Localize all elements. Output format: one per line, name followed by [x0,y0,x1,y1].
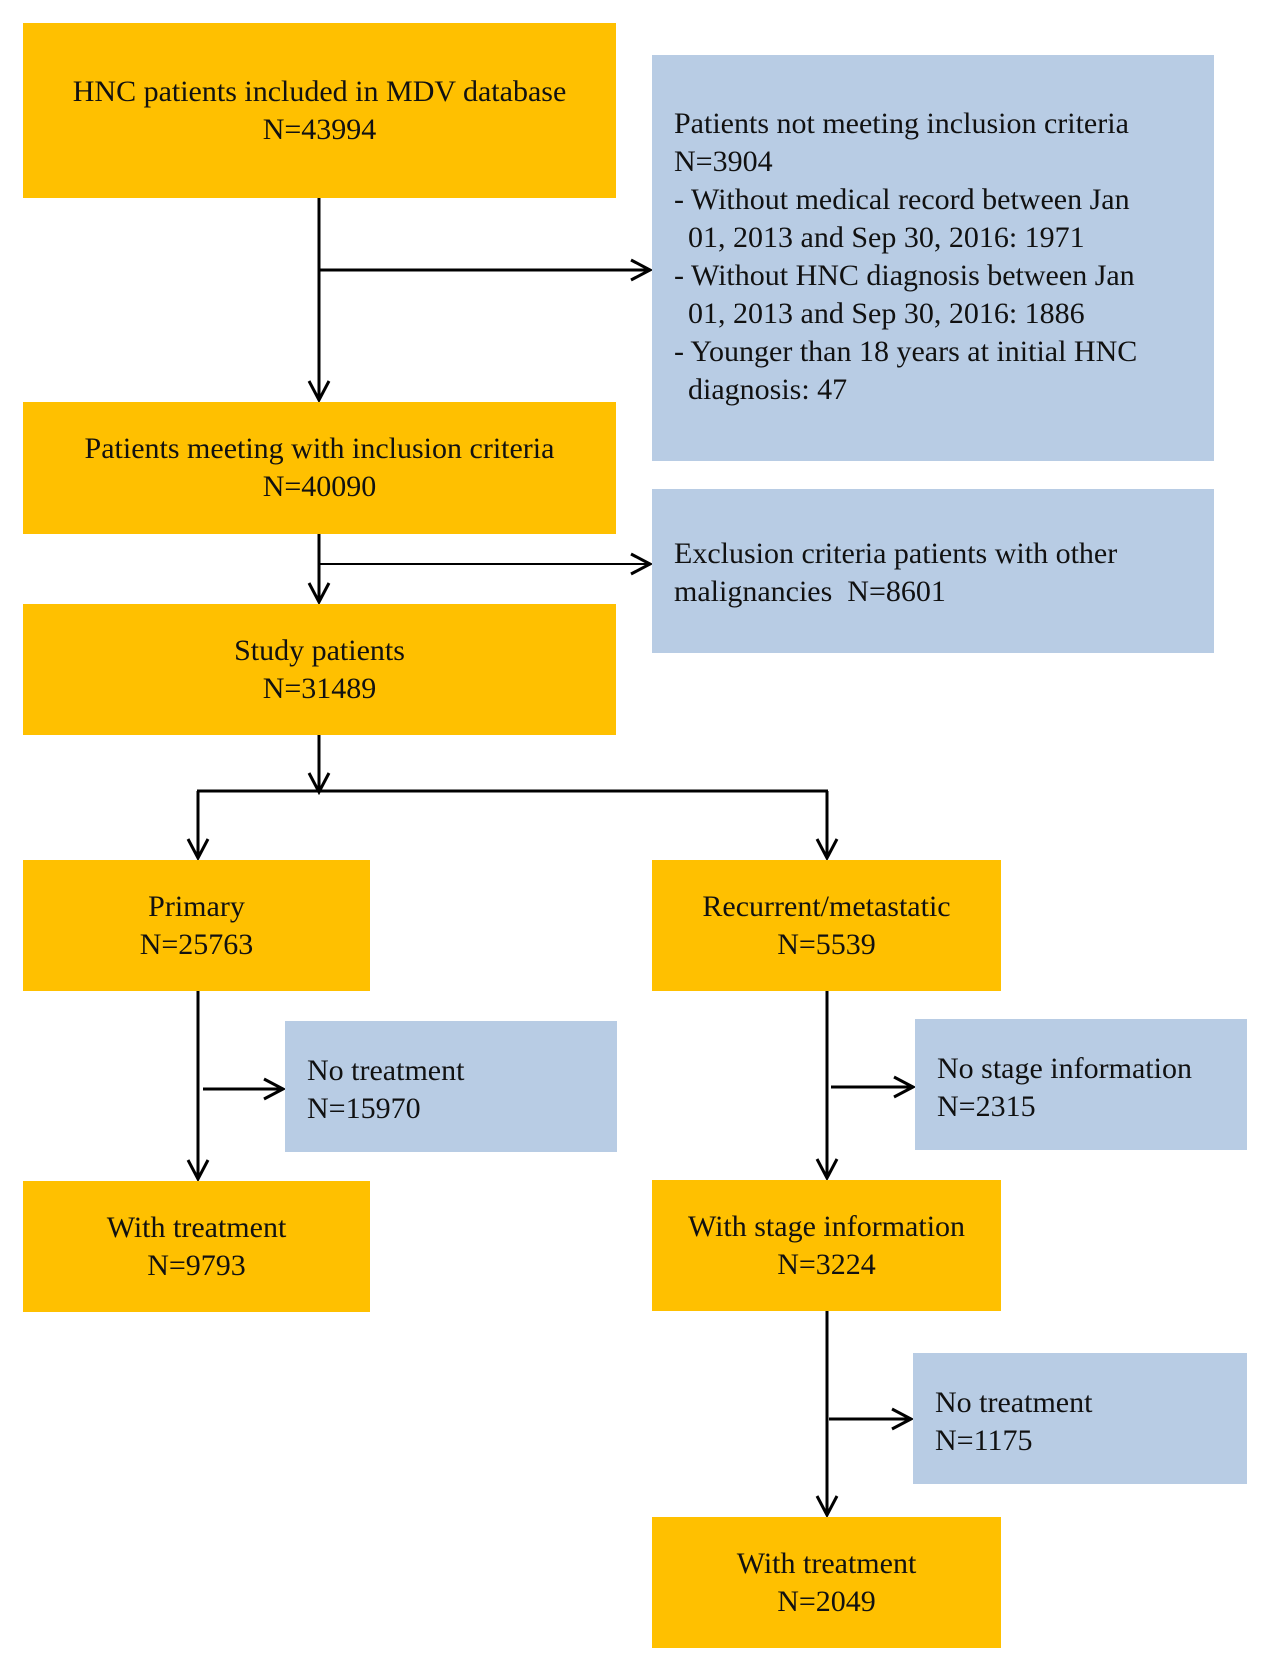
criteria-line: 01, 2013 and Sep 30, 2016: 1971 [688,221,1085,254]
box-count: N=2315 [937,1090,1036,1123]
box-title: No stage information [937,1052,1192,1085]
box-title: Exclusion criteria patients with other [674,537,1118,570]
box-hnc-patients: HNC patients included in MDV database N=… [23,23,616,198]
box-primary-with-treatment: With treatment N=9793 [23,1181,370,1312]
box-count: N=43994 [262,112,377,146]
box-primary: Primary N=25763 [23,860,370,991]
box-count: N=5539 [777,927,876,961]
box-count: N=3904 [674,145,773,178]
box-count: N=31489 [262,671,377,705]
box-recurrent-metastatic: Recurrent/metastatic N=5539 [652,860,1001,991]
box-count: N=9793 [147,1248,246,1282]
criteria-line: 01, 2013 and Sep 30, 2016: 1886 [688,297,1085,330]
box-study-patients: Study patients N=31489 [23,604,616,735]
box-title: Study patients [234,633,405,667]
box-count: N=15970 [307,1092,421,1125]
box-title: HNC patients included in MDV database [72,74,567,108]
box-title: Recurrent/metastatic [702,889,951,923]
box-title: Patients meeting with inclusion criteria [84,432,555,465]
criteria-line: - Without HNC diagnosis between Jan [674,259,1135,292]
criteria-line: - Younger than 18 years at initial HNC [674,335,1138,368]
box-count: N=25763 [139,927,254,961]
box-exclusion-criteria: Exclusion criteria patients with other m… [652,489,1214,653]
box-count: N=1175 [935,1424,1033,1457]
box-not-meeting-criteria: Patients not meeting inclusion criteria … [652,55,1214,461]
box-rm-no-treatment: No treatment N=1175 [913,1353,1247,1484]
box-title: Patients not meeting inclusion criteria [674,107,1129,140]
box-count: N=3224 [777,1247,876,1281]
criteria-line: - Without medical record between Jan [674,183,1130,216]
box-rm-with-treatment: With treatment N=2049 [652,1517,1001,1648]
box-title-continued: malignancies N=8601 [674,575,946,608]
box-title: With treatment [106,1210,287,1244]
box-no-stage-information: No stage information N=2315 [915,1019,1247,1150]
box-title: No treatment [307,1054,465,1087]
box-primary-no-treatment: No treatment N=15970 [285,1021,617,1152]
box-title: No treatment [935,1386,1093,1419]
criteria-line: diagnosis: 47 [688,373,848,406]
box-with-stage-information: With stage information N=3224 [652,1180,1001,1311]
box-count: N=2049 [777,1584,876,1618]
box-count: N=40090 [262,470,377,503]
box-title: Primary [148,889,245,923]
box-meeting-criteria: Patients meeting with inclusion criteria… [23,402,616,534]
box-title: With treatment [736,1546,917,1580]
box-title: With stage information [687,1209,966,1243]
